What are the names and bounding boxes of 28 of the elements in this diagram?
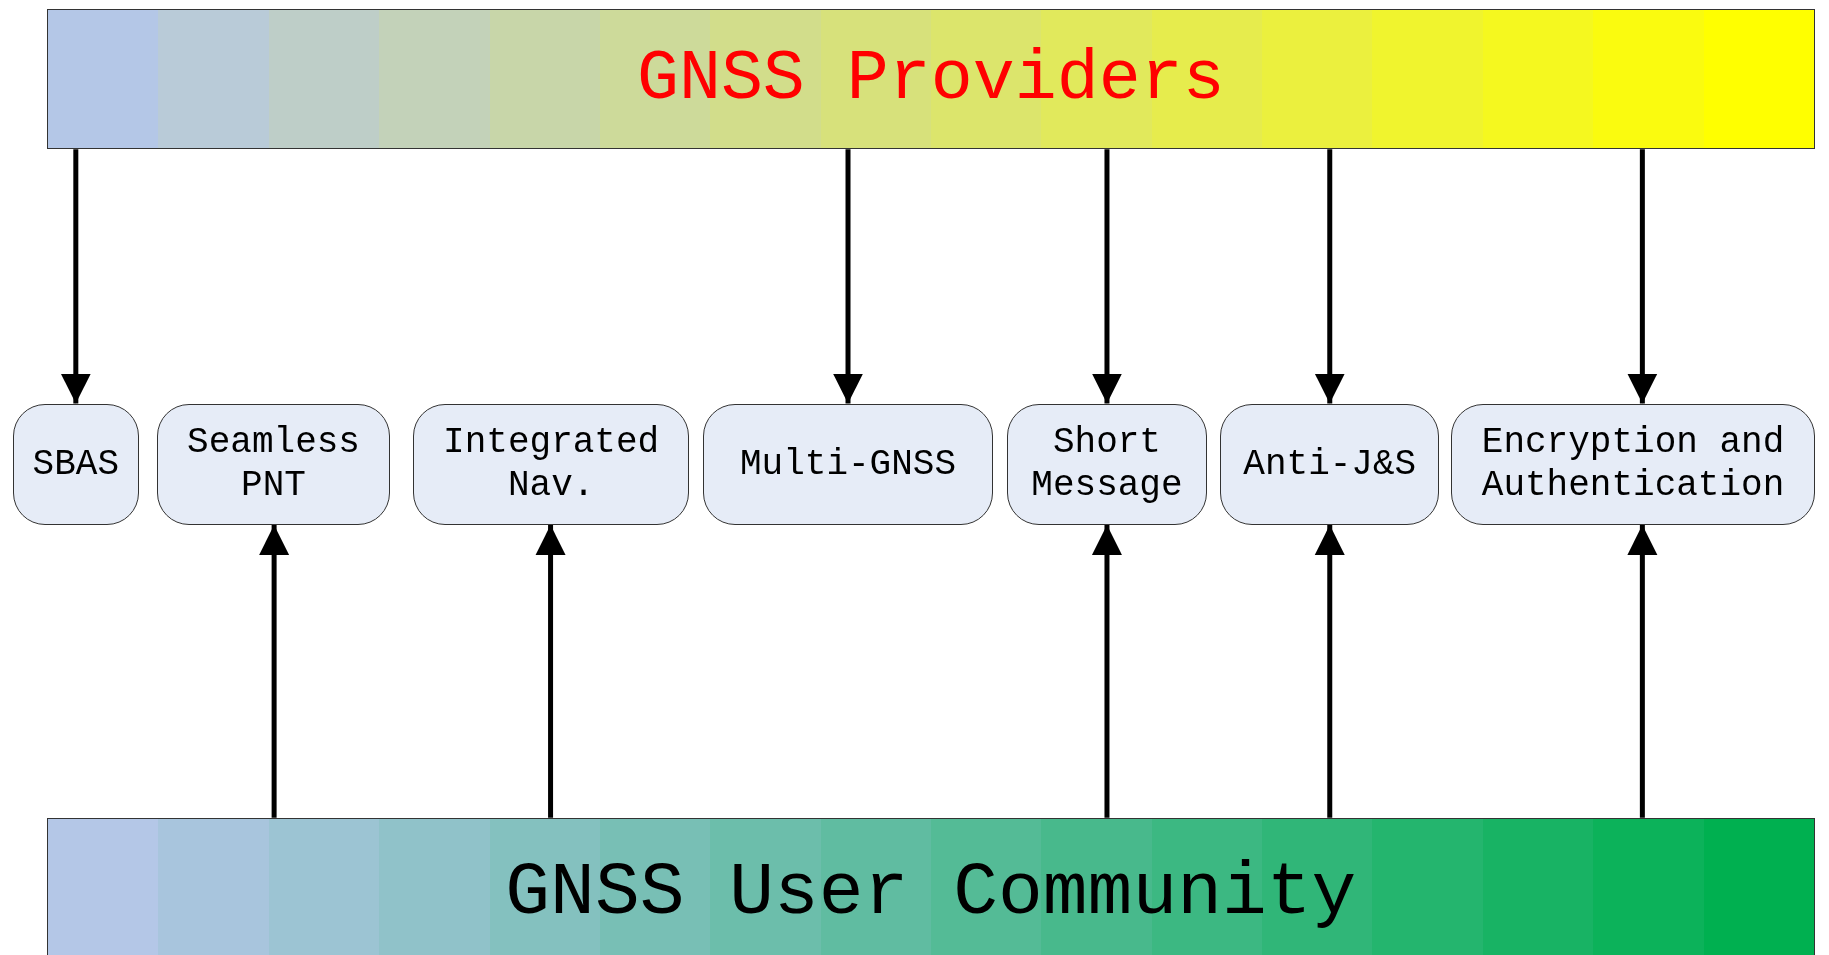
box-label: Multi-GNSS bbox=[739, 442, 956, 486]
service-box bbox=[412, 403, 690, 525]
arrow bbox=[60, 149, 91, 404]
arrow bbox=[535, 524, 566, 818]
arrow bbox=[1627, 524, 1658, 818]
arrow bbox=[1091, 524, 1122, 818]
arrow bbox=[1314, 149, 1345, 404]
arrow bbox=[833, 149, 863, 404]
arrow bbox=[1314, 524, 1345, 818]
service-box bbox=[1451, 403, 1815, 525]
banner-title: GNSS User Community bbox=[505, 851, 1357, 936]
box-label: Encryption and Authentication bbox=[1480, 421, 1786, 508]
service-box bbox=[12, 403, 139, 525]
box-label: Integrated Nav. bbox=[442, 421, 661, 508]
box-label: Seamless PNT bbox=[186, 421, 361, 508]
banner-bar bbox=[46, 9, 1815, 150]
banner-bar bbox=[46, 817, 1815, 955]
service-box bbox=[157, 403, 390, 525]
arrow bbox=[259, 524, 290, 818]
service-box bbox=[1006, 403, 1208, 525]
box-label: Short Message bbox=[1030, 421, 1184, 508]
arrow bbox=[1091, 149, 1122, 404]
arrow bbox=[1627, 149, 1658, 404]
box-label: Anti-J&S bbox=[1243, 442, 1417, 486]
banner-title: GNSS Providers bbox=[636, 39, 1225, 119]
service-box bbox=[703, 403, 993, 525]
box-label: SBAS bbox=[32, 442, 119, 486]
service-box bbox=[1220, 403, 1440, 525]
